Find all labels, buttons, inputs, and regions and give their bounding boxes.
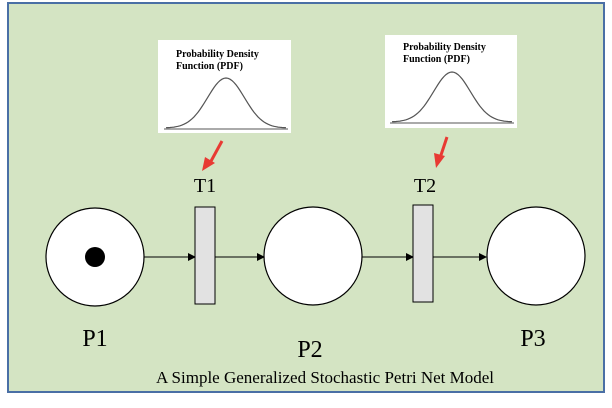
pdf-inset-title-line1: Probability Density bbox=[176, 49, 259, 60]
place-label-p2: P2 bbox=[297, 337, 322, 363]
pdf-pointer-arrow-t2 bbox=[434, 136, 449, 168]
place-p3 bbox=[486, 206, 586, 306]
pdf-inset-title-line1: Probability Density bbox=[403, 42, 486, 53]
transition-label-t1: T1 bbox=[194, 175, 216, 197]
pdf-pointer-arrow-t1 bbox=[202, 140, 224, 171]
pdf-inset-t1: Probability Density Function (PDF) bbox=[158, 40, 291, 133]
pdf-inset-t2: Probability Density Function (PDF) bbox=[385, 35, 517, 128]
bell-curve bbox=[165, 77, 287, 129]
place-label-p1: P1 bbox=[82, 326, 107, 352]
pdf-inset-title-line2: Function (PDF) bbox=[176, 61, 243, 72]
pdf-inset-box bbox=[158, 40, 291, 133]
transition-t1 bbox=[194, 206, 216, 305]
transition-label-t2: T2 bbox=[414, 175, 436, 197]
place-label-p3: P3 bbox=[520, 326, 545, 352]
bell-curve bbox=[391, 71, 513, 123]
figure-caption: A Simple Generalized Stochastic Petri Ne… bbox=[156, 368, 494, 387]
pdf-inset-title-line2: Function (PDF) bbox=[403, 54, 470, 65]
transition-t2 bbox=[412, 204, 434, 303]
pdf-inset-box bbox=[385, 35, 517, 128]
place-p2 bbox=[263, 206, 363, 306]
token bbox=[85, 247, 105, 267]
